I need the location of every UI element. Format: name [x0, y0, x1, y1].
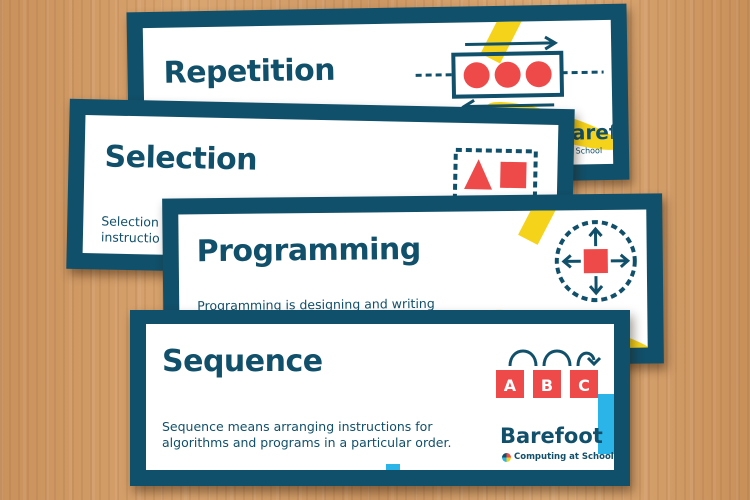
card-description: Sequence means arranging instructions fo…	[162, 419, 451, 451]
letter-c: C	[578, 376, 590, 395]
sequence-abc-icon: A B C	[496, 349, 602, 398]
description-line: algorithms and programs in a particular …	[162, 435, 452, 450]
letter-a: A	[504, 376, 517, 395]
barefoot-logo: Barefoot	[500, 424, 603, 448]
description-line: Sequence means arranging instructions fo…	[162, 419, 433, 434]
card-title: Programming	[196, 231, 421, 270]
description-line: Selection i	[101, 213, 167, 230]
repetition-loop-icon	[415, 35, 604, 114]
blue-stripe-bottom	[386, 464, 400, 470]
move-arrows-icon	[554, 220, 637, 303]
card-title: Sequence	[162, 344, 323, 379]
card-description: Selection i instructio	[101, 213, 167, 246]
card-title: Repetition	[163, 52, 336, 91]
sequence-card-face: Sequence A B C Sequence means arranging …	[146, 324, 614, 470]
sequence-card: Sequence A B C Sequence means arranging …	[130, 310, 630, 486]
cas-logo-icon	[502, 453, 511, 462]
repetition-card-face: Repetition Barefoot at School	[142, 19, 614, 173]
logo-subtitle: Computing at School	[514, 452, 614, 462]
description-line: instructio	[100, 229, 160, 246]
programming-card-face: Programming Programming is designing and…	[178, 209, 648, 353]
repetition-card: Repetition Barefoot at School	[126, 3, 630, 189]
blue-stripe	[598, 394, 614, 454]
letter-b: B	[541, 376, 553, 395]
card-title: Selection	[104, 139, 258, 178]
programming-card: Programming Programming is designing and…	[162, 193, 664, 369]
